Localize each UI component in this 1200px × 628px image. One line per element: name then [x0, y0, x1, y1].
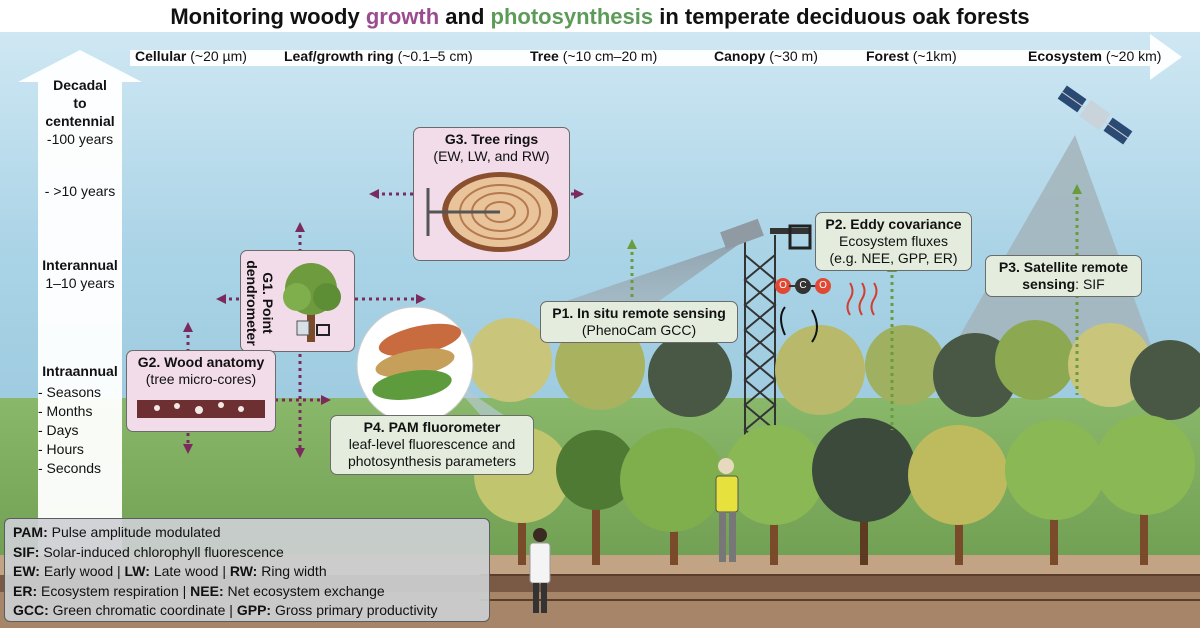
g3-title: G3. Tree rings [444, 131, 539, 147]
p4-title: P4. PAM fluorometer [363, 419, 501, 435]
g3-subtitle: (EW, LW, and RW) [433, 148, 550, 164]
growth-arrowheads [183, 189, 584, 458]
oak-leaves-illustration [356, 306, 474, 424]
p2-subtitle: Ecosystem fluxes [839, 233, 948, 249]
p1-in-situ-remote-sensing-box: P1. In situ remote sensing (PhenoCam GCC… [540, 301, 738, 343]
title-part: Monitoring woody [170, 4, 366, 29]
legend-row: GCC: Green chromatic coordinate | GPP: G… [13, 602, 438, 619]
micro-core-icon [137, 400, 265, 418]
p3-title: sensing [1022, 276, 1076, 292]
background-trees [468, 318, 1200, 420]
p2-title: P2. Eddy covariance [825, 216, 962, 232]
oak-tree-icon [283, 263, 341, 342]
tree-ring-icon [426, 172, 558, 252]
scale-arrow [130, 34, 1182, 80]
p3-satellite-remote-sensing-box: P3. Satellite remote sensing: SIF [985, 255, 1142, 297]
p1-subtitle: (PhenoCam GCC) [581, 322, 697, 338]
title-photosynthesis-word: photosynthesis [490, 4, 654, 29]
p3-title: P3. Satellite remote [998, 259, 1129, 275]
satellite-beam [940, 135, 1160, 370]
time-intraannual-list: - Seasons - Months - Days - Hours - Seco… [38, 383, 122, 478]
g2-wood-anatomy-box: G2. Wood anatomy (tree micro-cores) [126, 350, 276, 432]
oxygen-atom: O [775, 278, 791, 294]
g2-subtitle: (tree micro-cores) [145, 371, 257, 387]
heat-waves [846, 282, 878, 316]
p4-subtitle: leaf-level fluorescence and [348, 436, 516, 452]
p1-title: P1. In situ remote sensing [552, 305, 726, 321]
co2-molecule: O C O [775, 278, 831, 296]
time-item: - Hours [38, 441, 84, 457]
time-item: - Months [38, 403, 93, 419]
scale-ecosystem: Ecosystem (~20 km) [1028, 48, 1162, 64]
photosynthesis-arrows [630, 190, 1079, 430]
foreground-trees [474, 415, 1195, 565]
satellite [1057, 85, 1133, 145]
p4-subtitle: photosynthesis parameters [347, 453, 517, 469]
scale-cellular: Cellular (~20 µm) [135, 48, 247, 64]
scale-canopy: Canopy (~30 m) [714, 48, 818, 64]
carbon-atom: C [795, 278, 811, 294]
legend-row: ER: Ecosystem respiration | NEE: Net eco… [13, 582, 385, 599]
scale-tree: Tree (~10 cm–20 m) [530, 48, 658, 64]
title-part: in temperate deciduous oak forests [653, 4, 1030, 29]
p3-subtitle: : SIF [1075, 276, 1105, 292]
abbreviation-legend: PAM: Pulse amplitude modulated SIF: Sola… [4, 518, 490, 622]
scale-leaf: Leaf/growth ring (~0.1–5 cm) [284, 48, 473, 64]
title-growth-word: growth [365, 4, 440, 29]
oxygen-atom: O [815, 278, 831, 294]
g1-title: G1. Point dendrometer [244, 260, 276, 346]
time-gt10: - >10 years [44, 183, 116, 199]
g3-tree-rings-box: G3. Tree rings (EW, LW, and RW) [413, 127, 570, 261]
worker-figure [715, 458, 739, 562]
p2-eddy-covariance-box: P2. Eddy covariance Ecosystem fluxes (e.… [815, 212, 972, 271]
scale-forest: Forest (~1km) [866, 48, 957, 64]
eddy-tower [743, 235, 777, 456]
title-part: and [439, 4, 491, 29]
legend-row: EW: Early wood | LW: Late wood | RW: Rin… [13, 563, 327, 580]
co2-rotation-arrow [811, 309, 818, 343]
co2-rotation-arrow [780, 306, 786, 336]
time-arrow [18, 50, 142, 556]
legend-row: SIF: Solar-induced chlorophyll fluoresce… [13, 543, 284, 560]
p2-subtitle: (e.g. NEE, GPP, ER) [829, 250, 958, 266]
g2-title: G2. Wood anatomy [137, 354, 265, 370]
time-intraannual: Intraannual [42, 363, 118, 379]
page-title: Monitoring woody growth and photosynthes… [0, 4, 1200, 30]
g1-point-dendrometer-box: G1. Point dendrometer [240, 250, 355, 352]
time-item: - Seasons [38, 384, 102, 400]
time-item: - Days [38, 422, 79, 438]
scientist-figure [529, 528, 551, 613]
p4-pam-fluorometer-box: P4. PAM fluorometer leaf-level fluoresce… [330, 415, 534, 475]
time-item: - Seconds [38, 460, 102, 476]
legend-row: PAM: Pulse amplitude modulated [13, 524, 221, 540]
